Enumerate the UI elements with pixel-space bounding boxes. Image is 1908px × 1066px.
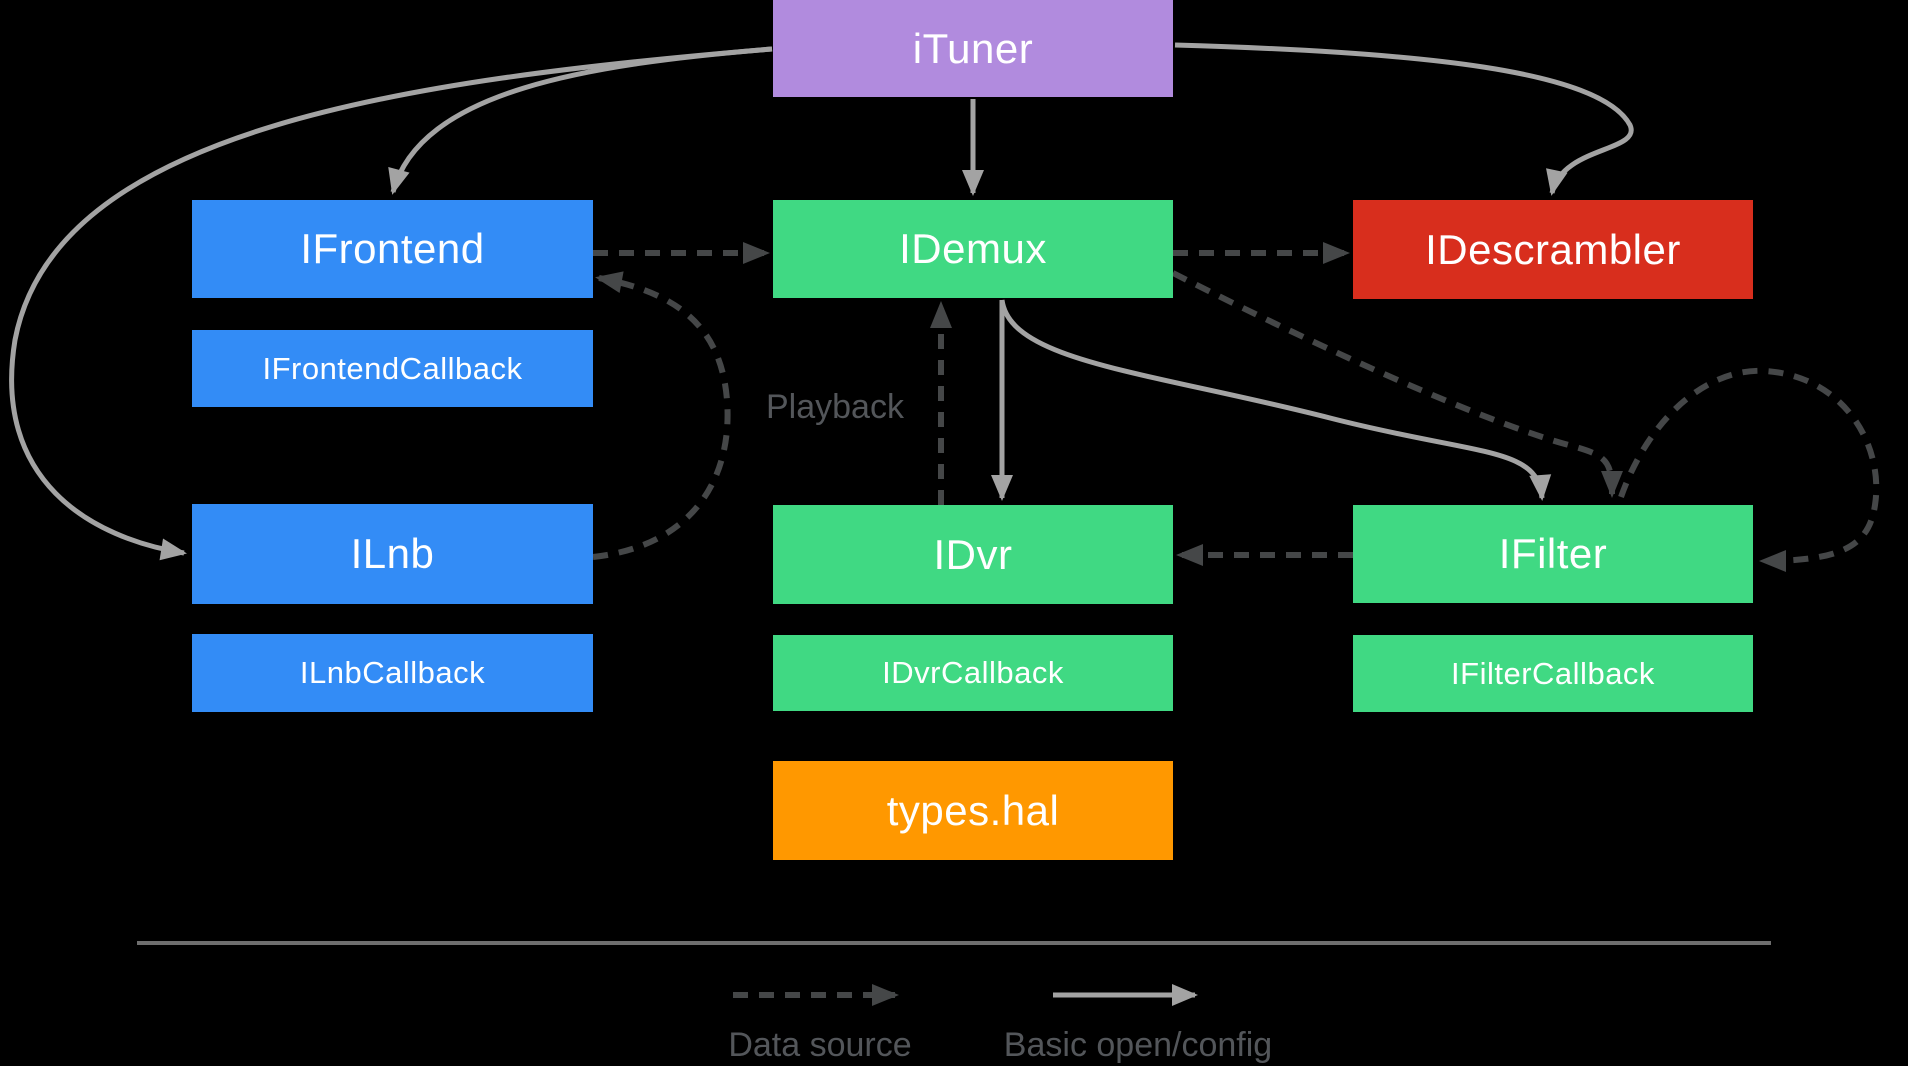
playback-edge-label: Playback <box>766 388 904 426</box>
node-ifiltercallback: IFilterCallback <box>1353 635 1753 712</box>
node-idemux: IDemux <box>773 200 1173 298</box>
edge-ituner-to-ilnb <box>9 46 773 561</box>
node-ifrontendcallback: IFrontendCallback <box>192 330 593 407</box>
node-ilnbcallback: ILnbCallback <box>192 634 593 712</box>
node-idescrambler: IDescrambler <box>1353 200 1753 299</box>
edge-ifilter-self-loop-data <box>1618 367 1880 572</box>
legend-basic-open-config-label: Basic open/config <box>1003 1026 1273 1064</box>
node-ifilter: IFilter <box>1353 505 1753 603</box>
node-idvrcallback: IDvrCallback <box>773 635 1173 711</box>
edge-idemux-to-ifilter-data <box>1171 270 1623 498</box>
legend-data-source-label: Data source <box>728 1026 912 1064</box>
edge-ilnb-to-ifrontend-data <box>592 271 731 560</box>
node-ituner: iTuner <box>773 0 1173 97</box>
node-idvr: IDvr <box>773 505 1173 604</box>
edge-idemux-to-ifilter <box>999 299 1552 501</box>
node-ifrontend: IFrontend <box>192 200 593 298</box>
node-ilnb: ILnb <box>192 504 593 604</box>
edge-ituner-to-ifrontend <box>388 46 773 195</box>
node-typeshal: types.hal <box>773 761 1173 860</box>
edge-ituner-to-idescrambler <box>1174 42 1634 196</box>
